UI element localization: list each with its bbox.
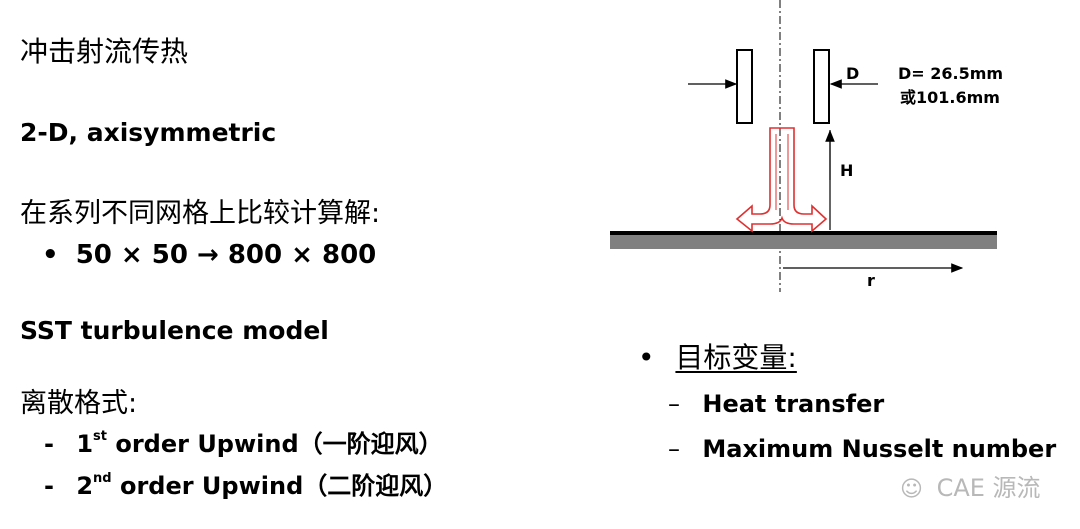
dash-marker: –	[668, 435, 680, 463]
scheme-2-sup: nd	[93, 471, 112, 486]
plate-surface	[610, 231, 997, 235]
scheme-item-1: - 1st order Upwind（一阶迎风）	[44, 429, 443, 458]
scheme-2-text: order Upwind（二阶迎风）	[111, 472, 448, 500]
scheme-item-2: - 2nd order Upwind（二阶迎风）	[44, 471, 448, 500]
radius-symbol: r	[867, 271, 875, 290]
wechat-icon: ☺	[900, 477, 923, 502]
dash-marker: -	[44, 430, 54, 458]
scheme-1-text: order Upwind（一阶迎风）	[106, 430, 443, 458]
watermark: ☺ CAE 源流	[900, 468, 1041, 503]
impingement-plate	[610, 235, 997, 249]
jet-flow-arrow-icon	[735, 127, 828, 233]
target-1-text: Heat transfer	[702, 390, 885, 418]
target-2-text: Maximum Nusselt number	[702, 435, 1057, 463]
slide-title: 冲击射流传热	[20, 35, 189, 68]
scheme-1-sup: st	[93, 429, 107, 444]
diameter-value-2: 或101.6mm	[900, 88, 1000, 107]
scheme-2-prefix: 2	[76, 472, 94, 500]
bullet-dot: •	[638, 341, 655, 374]
target-heading-text: 目标变量:	[675, 341, 797, 374]
nozzle-wall-right	[813, 49, 830, 124]
mesh-sizes: 50 × 50 → 800 × 800	[75, 240, 377, 270]
bullet-dot: •	[42, 240, 59, 270]
diameter-symbol: D	[846, 64, 860, 83]
target-heading: • 目标变量:	[638, 344, 797, 372]
diameter-value-1: D= 26.5mm	[898, 64, 1004, 83]
turbulence-model: SST turbulence model	[20, 316, 329, 345]
scheme-1-prefix: 1	[76, 430, 94, 458]
nozzle-wall-left	[736, 49, 753, 124]
geometry-label: 2-D, axisymmetric	[20, 118, 277, 147]
mesh-heading: 在系列不同网格上比较计算解:	[20, 198, 381, 229]
target-item-1: – Heat transfer	[668, 392, 884, 416]
target-item-2: – Maximum Nusselt number	[668, 437, 1056, 461]
scheme-heading: 离散格式:	[20, 388, 138, 419]
height-symbol: H	[840, 161, 854, 180]
dash-marker: -	[44, 472, 54, 500]
watermark-text: CAE 源流	[936, 474, 1041, 502]
dash-marker: –	[668, 390, 680, 418]
mesh-bullet: • 50 × 50 → 800 × 800	[42, 242, 376, 268]
